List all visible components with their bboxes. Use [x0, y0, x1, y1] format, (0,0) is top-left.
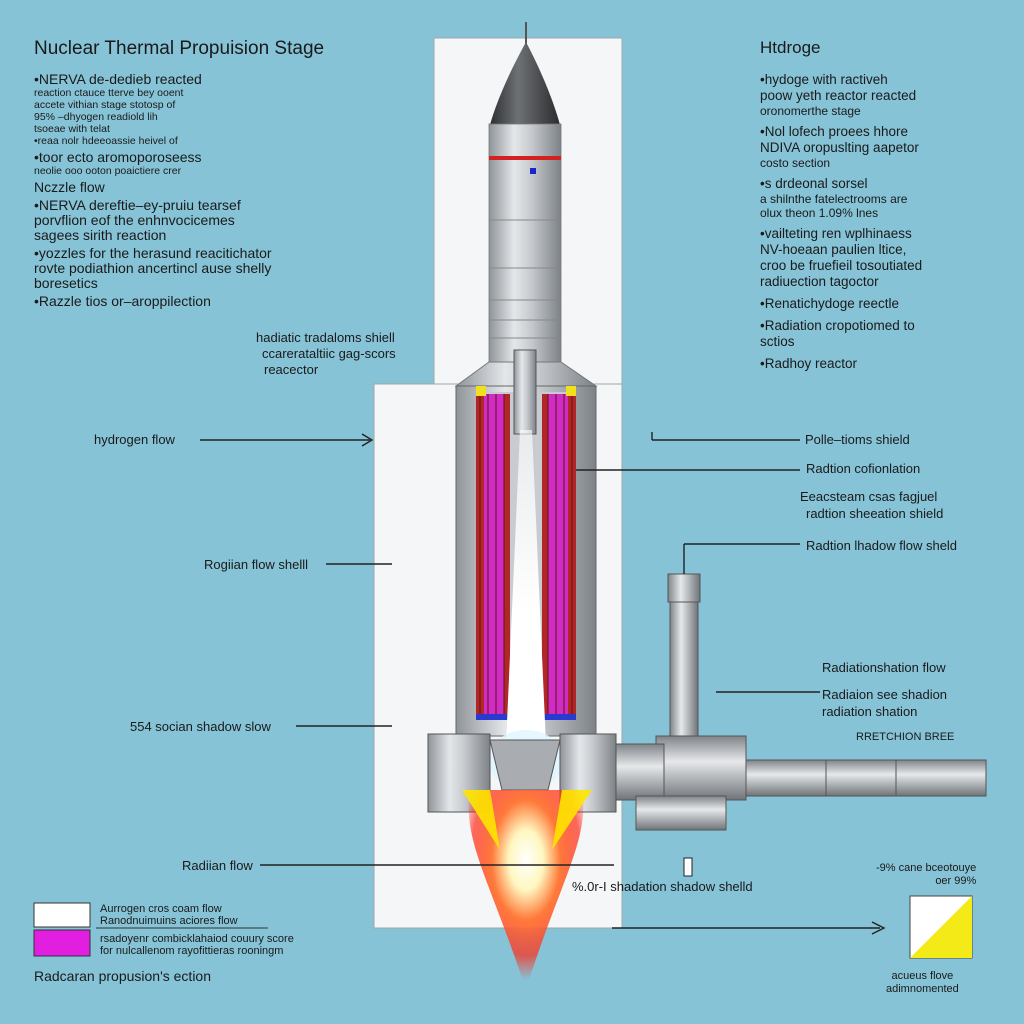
rretchion-label: RRETCHION BREE — [856, 731, 955, 743]
legend-item-2: rsadoyenr combicklahaiod couury score fo… — [100, 933, 294, 957]
legend-swatch-icon — [33, 902, 91, 928]
right-note-4: •vailteting ren wplhinaess — [760, 226, 912, 241]
radiationshation-label: Radiationshation flow — [822, 660, 946, 675]
right-note-4-line: croo be fruefieil tosoutiated — [760, 258, 923, 273]
legend-item-1-line: Ranodnuimuins aciores flow — [100, 915, 238, 927]
rogiian-flow-label: Rogiian flow shelll — [204, 557, 309, 572]
right-note-5: •Renatichydoge reectle — [760, 296, 900, 311]
percent-note-label: -9% cane bceotouye oer 99% — [876, 862, 976, 888]
escasteam-line: Eeacsteam csas fagjuel — [800, 489, 938, 504]
right-note-4-line: radiuection tagoctor — [760, 274, 879, 289]
right-note-2-line: NDIVA oropuslting aapetor — [760, 140, 919, 155]
radiaion-see-line: Radiaion see shadion — [822, 687, 948, 702]
right-note-3-line: a shilnthe fatelectrooms are — [760, 192, 908, 206]
escasteam-line: radtion sheeation shield — [806, 506, 944, 521]
legend-item-2-line: for nulcallenom rayofittieras rooningm — [100, 945, 284, 957]
percent-note-line: -9% cane bceotouye — [876, 862, 977, 874]
shield-block-label: hadiatic tradaloms shiell ccarerataltiic… — [256, 330, 396, 378]
left-note-5: •yozzles for the herasund reacitichator — [34, 245, 272, 261]
left-note-1-line: reaction ctauce tterve bey ooent — [34, 87, 184, 99]
legend-item-2-line: rsadoyenr combicklahaiod couury score — [100, 933, 294, 945]
left-note-2: •toor ecto aromoporoseess — [34, 149, 202, 165]
right-note-1: •hydoge with ractiveh — [760, 72, 888, 87]
left-note-4-line: sagees sirith reaction — [34, 227, 167, 243]
right-note-7: •Radhoy reactor — [760, 356, 858, 371]
acueus-label: acueus flove adimnomented — [886, 970, 959, 996]
right-note-3: •s drdeonal sorsel — [760, 176, 868, 191]
left-note-1-line: 95% –dhyogen readiold lih — [34, 111, 158, 123]
right-note-4-line: NV-hoeaan paulien ltice, — [760, 242, 907, 257]
radtion-lhadow-label: Radtion lhadow flow sheld — [806, 538, 958, 553]
shield-block-line: reacector — [264, 362, 319, 377]
left-note-6: •Razzle tios or–aroppilection — [34, 293, 211, 309]
left-note-2-line: neolie ooo ooton poaictiere crer — [34, 165, 182, 177]
shield-block-line: hadiatic tradaloms shiell — [256, 330, 395, 345]
left-note-4: •NERVA dereftie–ey-pruiu tearsef — [34, 197, 241, 213]
right-note-2-line: costo section — [760, 156, 831, 170]
right-note-3-line: olux theon 1.09% lnes — [760, 206, 879, 220]
right-note-6: •Radiation cropotiomed to — [760, 318, 915, 333]
left-note-1: •NERVA de-dedieb reacted — [34, 71, 202, 87]
left-note-5-line: boresetics — [34, 275, 98, 291]
acueus-line: acueus flove — [891, 970, 954, 982]
right-note-1-line: poow yeth reactor reacted — [760, 88, 917, 103]
left-notes: •NERVA de-dedieb reacted reaction ctauce… — [34, 72, 334, 312]
radiaion-see-label: Radiaion see shadion radiation shation — [822, 686, 947, 720]
pipe-assembly-icon — [615, 573, 987, 831]
left-note-1-line: •reaa nolr hdeeoassie heivel of — [34, 135, 178, 147]
left-note-1-line: tsoeae with telat — [34, 123, 110, 135]
escasteam-label: Eeacsteam csas fagjuel radtion sheeation… — [800, 488, 943, 522]
left-note-4-line: porvflion eof the enhnvocicemes — [34, 212, 235, 228]
left-note-1-line: accete vithian stage stotosp of — [34, 99, 176, 111]
page-title: Nuclear Thermal Propuision Stage — [34, 38, 325, 59]
left-note-5-line: rovte podiathion ancertincl ause shelly — [34, 260, 272, 276]
right-note-6-line: sctios — [760, 334, 795, 349]
right-note-1-line: oronomerthe stage — [760, 104, 861, 118]
left-note-3: Nczzle flow — [34, 179, 105, 195]
radian-flow-label: Radiian flow — [182, 858, 253, 873]
upper-body — [488, 123, 562, 363]
exhaust-beam — [504, 430, 548, 790]
radiation-cofionation-label: Radtion cofionlation — [806, 461, 921, 476]
right-notes: •hydoge with ractiveh poow yeth reactor … — [760, 72, 1010, 378]
nose-cone — [490, 42, 560, 125]
arrow-right-icon — [356, 430, 357, 431]
hydrogen-flow-label: hydrogen flow — [94, 432, 175, 447]
right-heading: Htdroge — [760, 38, 821, 57]
radiaion-see-line: radiation shation — [822, 704, 918, 719]
legend-item-1-line: Aurrogen cros coam flow — [100, 903, 222, 915]
ocsian-shadow-label: 554 socian shadow slow — [130, 719, 271, 734]
poll-shield-label: Polle–tioms shield — [805, 432, 910, 447]
legend-item-1: Aurrogen cros coam flow Ranodnuimuins ac… — [100, 903, 238, 927]
right-note-2: •Nol lofech proees hhore — [760, 124, 909, 139]
acueus-line: adimnomented — [886, 983, 959, 995]
percent-note-line: oer 99% — [935, 875, 977, 887]
shadation-label: %.0r-I shadation shadow shelld — [572, 879, 753, 894]
legend-title: Radcaran propusion's ection — [34, 968, 212, 984]
shield-block-line: ccarerataltiic gag-scors — [262, 346, 396, 361]
